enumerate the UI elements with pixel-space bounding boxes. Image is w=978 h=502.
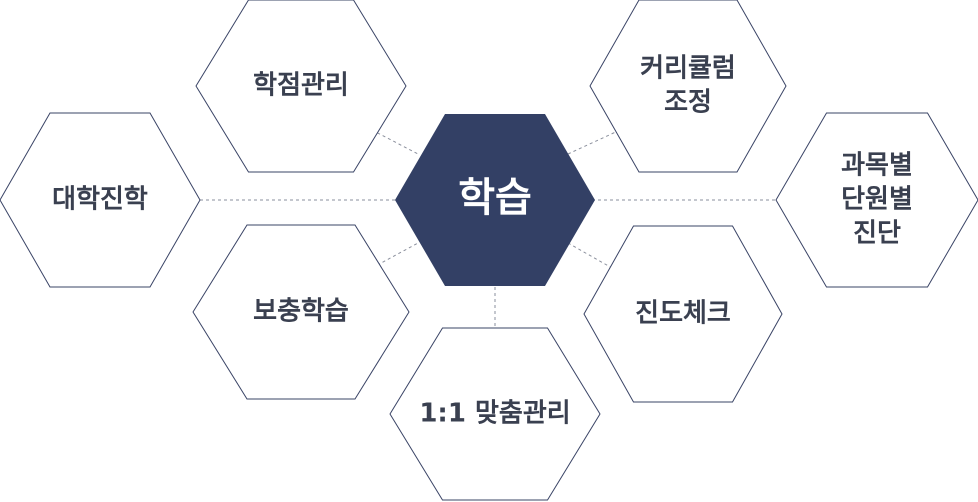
hexagon-shape xyxy=(0,112,201,288)
node-label: 단원별 xyxy=(841,185,913,215)
hexagon-shape xyxy=(775,112,978,288)
node-label: 학점관리 xyxy=(253,71,349,101)
hexagon-shape xyxy=(389,327,601,501)
hexagon-grade-management: 학점관리 xyxy=(195,0,407,173)
hexagon-shape xyxy=(195,0,407,173)
node-label: 보충학습 xyxy=(253,297,349,327)
hexagon-progress-check: 진도체크 xyxy=(583,225,783,403)
hexagon-one-on-one-management: 1:1 맞춤관리 xyxy=(389,327,601,501)
hexagon-supplementary-learning: 보충학습 xyxy=(192,224,410,400)
node-label: 진단 xyxy=(853,219,901,249)
node-label: 조정 xyxy=(664,88,712,118)
connector-line xyxy=(371,129,419,155)
node-label: 1:1 맞춤관리 xyxy=(419,399,570,429)
node-label: 진도체크 xyxy=(635,299,731,329)
node-label: 대학진학 xyxy=(52,185,148,215)
connector-line xyxy=(567,129,621,155)
hexagon-shape xyxy=(589,0,787,173)
connector-line xyxy=(567,242,613,269)
hexagon-shape xyxy=(583,225,783,403)
hexagon-shape xyxy=(192,224,410,400)
center-label: 학습 xyxy=(458,175,532,221)
hexagon-university-admission: 대학진학 xyxy=(0,112,201,288)
node-label: 커리큘럼 xyxy=(640,54,736,84)
center-hexagon: 학습 xyxy=(395,114,595,286)
node-label: 과목별 xyxy=(841,151,913,181)
center-hexagon-shape xyxy=(395,114,595,286)
connectors xyxy=(200,129,780,328)
